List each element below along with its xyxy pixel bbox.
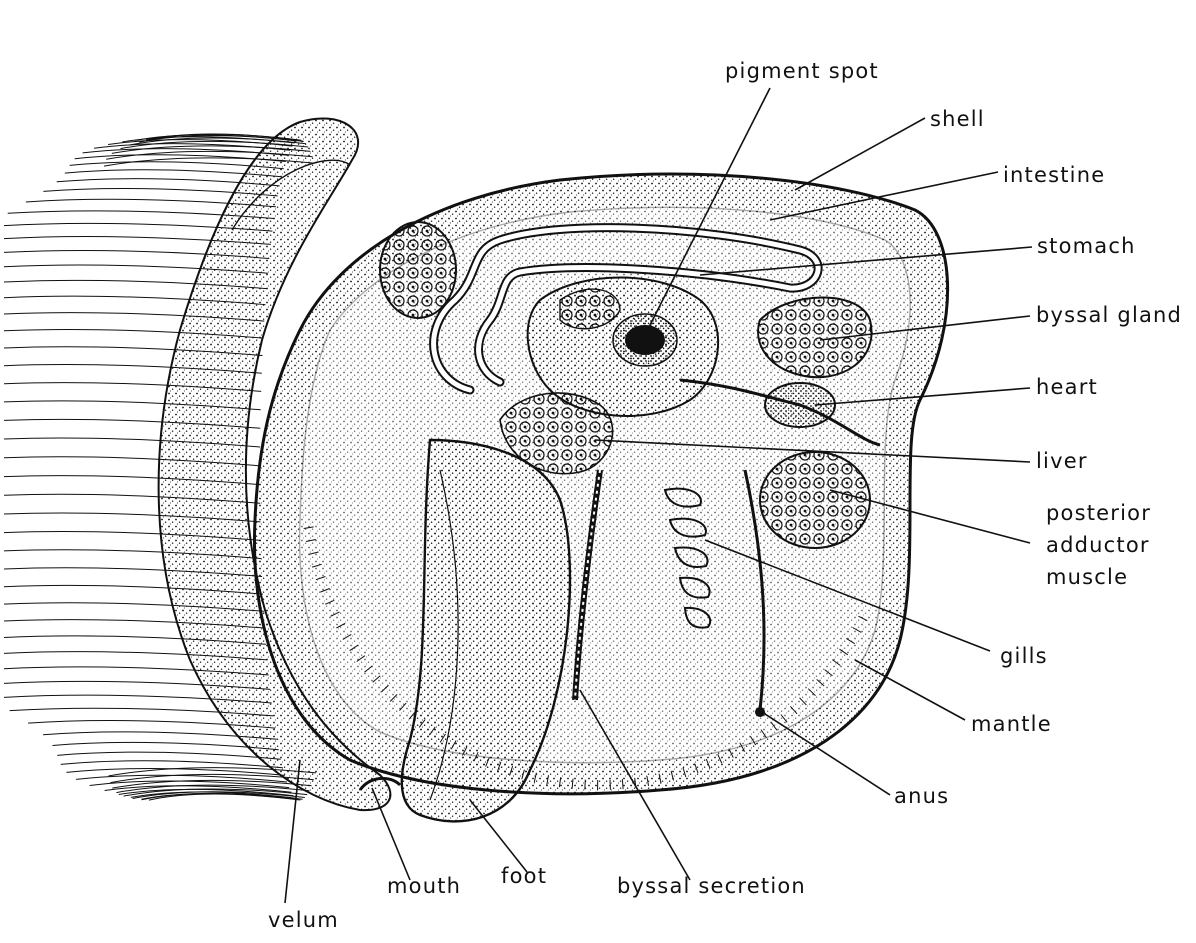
anterior-adductor-muscle <box>380 222 456 318</box>
label-posterior: posterior <box>1046 501 1151 525</box>
label-mantle: mantle <box>971 712 1052 736</box>
posterior-adductor-muscle <box>760 452 870 548</box>
mantle-cilium <box>622 779 623 789</box>
label-anus: anus <box>894 784 949 808</box>
leader-foot <box>470 800 527 872</box>
label-foot: foot <box>501 864 547 888</box>
mantle-cilium <box>585 780 586 790</box>
label-byssal-gland: byssal gland <box>1036 303 1182 327</box>
cilium <box>61 761 283 768</box>
leader-mouth <box>372 788 410 880</box>
label-shell: shell <box>930 107 985 131</box>
label-adductor: adductor <box>1046 533 1150 557</box>
label-byssal-secretion: byssal secretion <box>617 874 806 898</box>
label-pigment-spot: pigment spot <box>725 59 879 83</box>
label-posterior-adductor-muscle: posterior adductor muscle <box>1046 501 1159 589</box>
label-liver: liver <box>1036 449 1088 473</box>
pigment-spot-core <box>625 325 665 355</box>
label-heart: heart <box>1036 375 1098 399</box>
label-velum: velum <box>268 908 339 932</box>
anus <box>755 707 765 717</box>
label-gills: gills <box>1000 644 1048 668</box>
label-mouth: mouth <box>387 874 461 898</box>
label-stomach: stomach <box>1037 234 1136 258</box>
leader-shell <box>795 118 925 190</box>
cilium <box>57 752 280 759</box>
cilium <box>66 769 285 776</box>
label-muscle: muscle <box>1046 565 1128 589</box>
label-intestine: intestine <box>1003 163 1105 187</box>
